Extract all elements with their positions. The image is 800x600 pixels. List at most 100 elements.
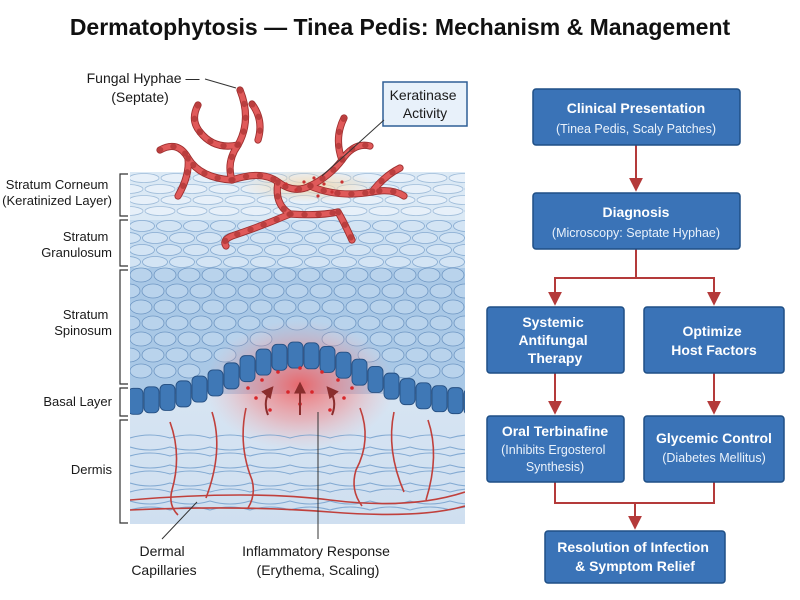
spinosum-cell (177, 363, 201, 379)
granulosum-cell (130, 232, 141, 244)
label-stratum-corneum: Stratum Corneum (Keratinized Layer) (2, 177, 112, 208)
spinosum-cell (201, 299, 225, 315)
spinosum-cell (153, 363, 177, 379)
corneum-cell (432, 184, 464, 194)
inflammatory-cell (320, 370, 324, 374)
spinosum-cell (466, 268, 488, 282)
hypha-septa (175, 155, 191, 199)
flowchart-box (532, 88, 741, 146)
dermis-fiber (130, 488, 465, 493)
node-oral-terbinafine: Oral Terbinafine (Inhibits Ergosterol Sy… (486, 415, 625, 483)
spinosum-cell (466, 332, 488, 346)
granulosum-cell (399, 220, 425, 232)
inflammation-arrows (261, 381, 339, 416)
capillary (353, 407, 366, 507)
granulosum-cell (210, 220, 236, 232)
flowchart-connector (635, 482, 715, 504)
spinosum-cell (141, 347, 165, 363)
spinosum-cell (321, 299, 345, 315)
hypha-septa (335, 115, 347, 163)
granulosum-cell (439, 232, 465, 244)
svg-text:Systemic Antifungal: Systemic Antifungal Therapy (518, 314, 591, 366)
spinosum-cell (249, 267, 273, 283)
spinosum-cell (345, 299, 369, 315)
stratum-granulosum-illustration (130, 220, 492, 268)
capillary (242, 407, 255, 509)
layer-bracket (119, 387, 128, 417)
spinosum-cell (393, 267, 417, 283)
granulosum-cell (130, 244, 155, 256)
granulosum-cell (183, 220, 209, 232)
spinosum-cell (213, 283, 237, 299)
dermis-fiber (130, 470, 465, 475)
spinosum-cell (393, 299, 417, 315)
corneum-cell (400, 184, 432, 194)
spinosum-cell (201, 267, 225, 283)
spinosum-cell (441, 363, 465, 379)
layer-bracket (119, 173, 128, 217)
granulosum-cell (426, 244, 452, 256)
hypha-septa (191, 102, 203, 135)
node-clinical-presentation: Clinical Presentation (Tinea Pedis, Scal… (532, 88, 741, 146)
corneum-cell (481, 196, 511, 205)
corneum-cell (481, 174, 511, 183)
granulosum-cell (385, 256, 411, 268)
basal-cell (447, 387, 464, 415)
capillary (130, 491, 465, 505)
granulosum-cell (304, 232, 330, 244)
basal-cell (303, 342, 320, 370)
inflammatory-cell (286, 390, 290, 394)
svg-text:Clinical Presentation: Clinical Presentation (567, 100, 705, 116)
granulosum-cell (358, 256, 384, 268)
label-keratinase-activity: Keratinase Activity (390, 87, 461, 121)
hypha-septa (369, 165, 403, 195)
granulosum-cell (264, 244, 290, 256)
spinosum-cell (369, 267, 393, 283)
granulosum-cell (291, 220, 317, 232)
basal-cell (255, 348, 272, 376)
granulosum-cell (439, 256, 465, 268)
spinosum-cell (453, 283, 465, 299)
granulosum-cell (156, 244, 182, 256)
node-resolution-of-infection: Resolution of Infection & Symptom Relief (544, 530, 726, 584)
spinosum-cell (429, 283, 453, 299)
inflammatory-cell (336, 378, 340, 382)
svg-text:(Inhibits Ergosterol S: (Inhibits Ergosterol Synthesis) (501, 443, 609, 474)
layer-bracket (119, 269, 128, 385)
spinosum-cell (153, 267, 177, 283)
keratinase-particle (284, 182, 288, 186)
layer-brackets (119, 173, 128, 524)
spinosum-cell (273, 267, 297, 283)
keratinase-particles (284, 176, 344, 198)
basal-layer-illustration (130, 341, 465, 415)
spinosum-cell (130, 331, 153, 347)
label-dermis: Dermis (71, 462, 113, 477)
capillary (205, 411, 218, 499)
basal-cell (191, 375, 208, 403)
basal-cell (431, 385, 448, 413)
spinosum-cell (261, 283, 285, 299)
granulosum-cell (399, 244, 425, 256)
granulosum-cell (223, 256, 249, 268)
corneum-cell (130, 206, 144, 216)
spinosum-cell (273, 299, 297, 315)
corneum-cell (400, 206, 432, 216)
hypha (197, 129, 241, 149)
label-basal-layer: Basal Layer (43, 394, 112, 409)
node-glycemic-control: Glycemic Control (Diabetes Mellitus) (643, 415, 785, 483)
spinosum-cell (177, 267, 201, 283)
spinosum-cell (417, 331, 441, 347)
spinosum-cell (130, 299, 153, 315)
granulosum-cell (183, 244, 209, 256)
capillary (390, 411, 405, 493)
granulosum-cell (358, 232, 384, 244)
granulosum-cell (467, 233, 492, 244)
hypha-septa (307, 183, 407, 199)
spinosum-cell (405, 283, 429, 299)
keratinase-particle (340, 180, 344, 184)
flowchart-connector (548, 249, 637, 306)
corneum-cell (144, 206, 176, 216)
granulosum-cell (196, 232, 222, 244)
corneum-cell (497, 207, 527, 216)
dermal-capillaries-illustration (130, 407, 465, 516)
